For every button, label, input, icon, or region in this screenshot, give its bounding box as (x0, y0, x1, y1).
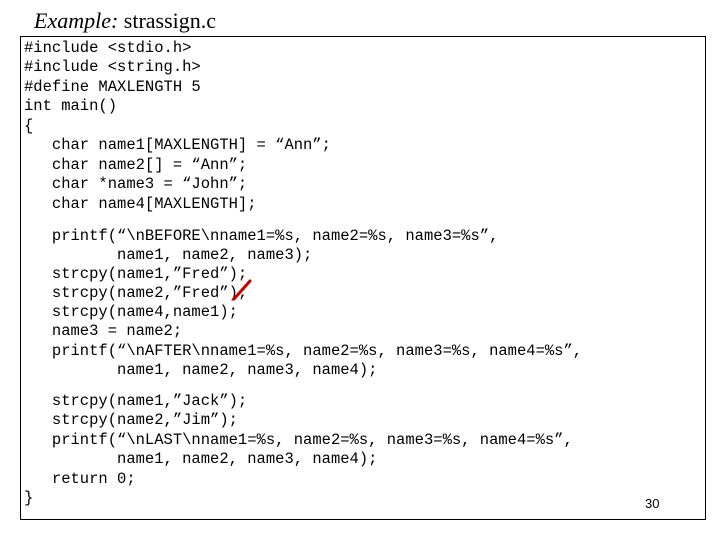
code-line: printf(“\nAFTER\nname1=%s, name2=%s, nam… (24, 342, 583, 360)
code-line: name1, name2, name3, name4); (24, 361, 378, 379)
slide-number: 30 (645, 496, 660, 511)
code-line: return 0; (24, 470, 136, 488)
code-line: printf(“\nLAST\nname1=%s, name2=%s, name… (24, 431, 573, 449)
code-line: strcpy(name1,”Jack”); (24, 392, 248, 410)
code-line: char name1[MAXLENGTH] = “Ann”; (24, 136, 331, 154)
code-line: char name4[MAXLENGTH]; (24, 195, 257, 213)
code-line: #include <string.h> (24, 58, 201, 76)
code-line: { (24, 117, 34, 135)
red-check-mark (232, 279, 252, 301)
code-line: name1, name2, name3); (24, 246, 313, 264)
code-line: char *name3 = “John”; (24, 175, 248, 193)
slide-title: Example: strassign.c (34, 8, 216, 34)
code-line: strcpy(name2,”Jim”); (24, 411, 238, 429)
code-line: strcpy(name2,”Fred”); (24, 284, 248, 302)
code-line: char name2[] = “Ann”; (24, 156, 248, 174)
code-line: printf(“\nBEFORE\nname1=%s, name2=%s, na… (24, 227, 499, 245)
code-line: int main() (24, 97, 118, 115)
code-line: #define MAXLENGTH 5 (24, 78, 201, 96)
code-line: name3 = name2; (24, 322, 183, 340)
code-line: strcpy(name4,name1); (24, 303, 238, 321)
title-label: Example: (34, 8, 119, 33)
title-filename: strassign.c (123, 8, 217, 33)
code-line: } (24, 489, 34, 507)
code-box (20, 36, 706, 520)
code-line: #include <stdio.h> (24, 39, 192, 57)
code-line: name1, name2, name3, name4); (24, 450, 378, 468)
code-line: strcpy(name1,”Fred”); (24, 265, 248, 283)
